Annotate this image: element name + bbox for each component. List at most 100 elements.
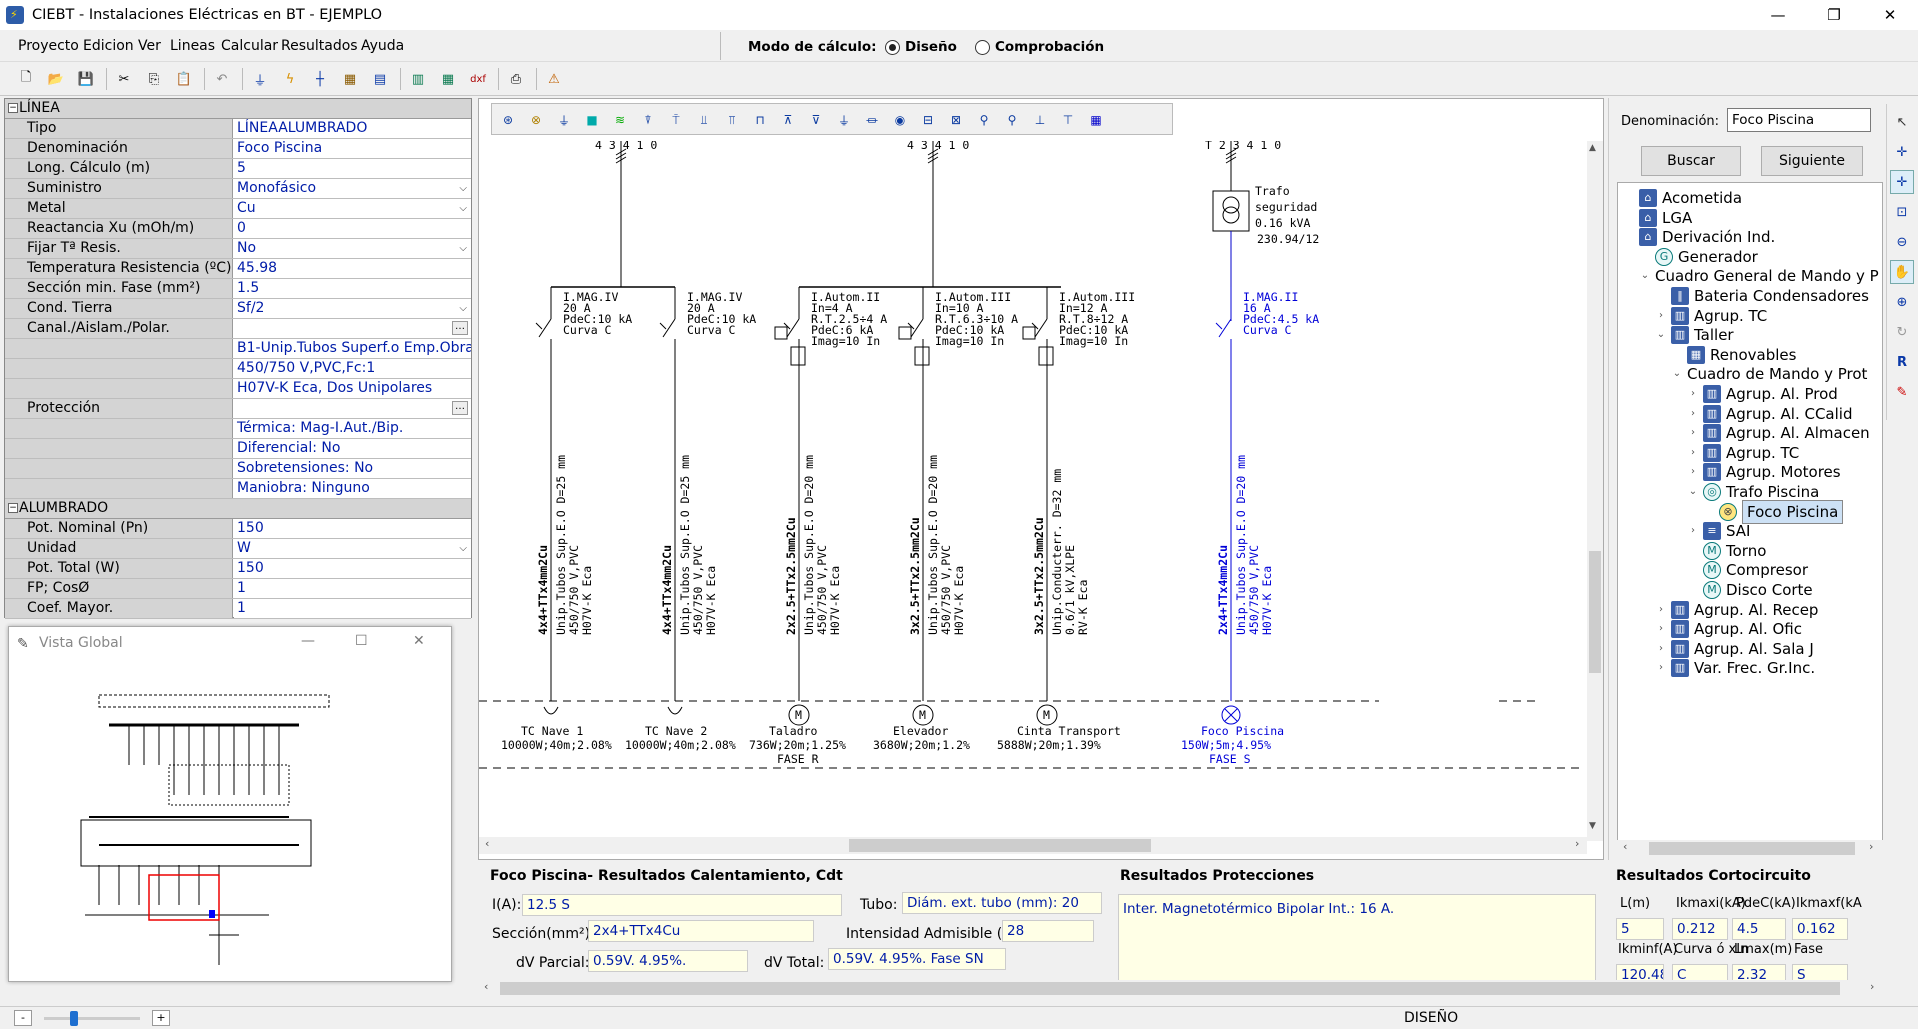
tree-node[interactable]: ▦Renovables — [1670, 344, 1796, 366]
chevron-right-icon[interactable]: › — [1691, 388, 1695, 399]
property-value[interactable]: 45.98 — [234, 259, 471, 278]
pan-hand-icon[interactable]: ✋ — [1890, 260, 1914, 284]
open-folder-icon[interactable]: 📂 — [47, 71, 65, 87]
collapse-icon[interactable]: − — [8, 103, 18, 113]
property-row[interactable]: Long. Cálculo (m)5 — [5, 159, 471, 179]
property-row[interactable]: Temperatura Resistencia (ºC)45.98 — [5, 259, 471, 279]
cut-icon[interactable]: ✂ — [118, 71, 130, 87]
property-row[interactable]: Pot. Nominal (Pn)150 — [5, 519, 471, 539]
ellipsis-button[interactable]: … — [452, 401, 468, 415]
table-icon[interactable]: ▦ — [343, 71, 357, 87]
vista-maximize-button[interactable]: ☐ — [355, 633, 368, 649]
junction-icon[interactable]: ⊓ — [755, 113, 765, 127]
menu-ver[interactable]: Ver — [138, 38, 161, 54]
property-row[interactable]: B1-Unip.Tubos Superf.o Emp.Obra — [5, 339, 471, 359]
minimize-button[interactable]: — — [1770, 6, 1786, 24]
tree-node[interactable]: ⌂Acometida — [1622, 187, 1742, 209]
cc-value[interactable]: 4.5 — [1732, 918, 1786, 940]
property-row[interactable]: Reactancia Xu (mOh/m)0 — [5, 219, 471, 239]
property-value[interactable]: Cu⌵ — [234, 199, 471, 218]
zoom-slider-thumb[interactable] — [70, 1011, 78, 1026]
property-value[interactable]: Diferencial: No — [234, 439, 471, 458]
lightning-icon[interactable]: ϟ — [285, 71, 295, 87]
vista-thumbnail[interactable] — [69, 675, 379, 975]
help-icon[interactable]: ⚠ — [548, 71, 560, 87]
eraser-icon[interactable]: ✎ — [1896, 384, 1908, 400]
chevron-down-icon[interactable]: ⌄ — [1688, 486, 1698, 497]
chevron-down-icon[interactable]: ⌄ — [1672, 368, 1682, 380]
line-icon[interactable]: ┼ — [316, 71, 324, 87]
property-value[interactable]: Térmica: Mag-I.Aut./Bip. — [234, 419, 471, 438]
schematic-hscroll[interactable]: ‹ › — [479, 837, 1587, 854]
menu-resultados[interactable]: Resultados — [281, 38, 358, 54]
tree-node[interactable]: ›▥Agrup. Al. Prod — [1686, 383, 1838, 405]
zoom-out-icon[interactable]: ⊖ — [1896, 234, 1908, 250]
tree-node[interactable]: ›▥Agrup. Al. Ofic — [1654, 618, 1802, 640]
dvp-field[interactable]: 0.59V. 4.95%. — [588, 950, 748, 972]
property-value[interactable]: LÍNEAALUMBRADO — [234, 119, 471, 138]
zoom-minus-button[interactable]: - — [14, 1010, 32, 1026]
property-value[interactable]: 1 — [234, 579, 471, 598]
circuit-5[interactable] — [1022, 287, 1058, 726]
close-button[interactable]: ✕ — [1883, 6, 1897, 24]
plug-icon[interactable]: ⊤ — [1062, 113, 1074, 127]
tree-node[interactable]: ›▥Agrup. TC — [1686, 442, 1799, 464]
circuit-4[interactable] — [898, 287, 934, 726]
earth-icon[interactable]: ⏛ — [865, 113, 878, 128]
chevron-right-icon[interactable]: › — [1659, 623, 1663, 635]
radio-diseno[interactable] — [885, 40, 900, 55]
chevron-down-icon[interactable]: ⌵ — [459, 303, 467, 314]
chevron-down-icon[interactable]: ⌄ — [1640, 270, 1650, 282]
circuit-6[interactable] — [1215, 287, 1241, 725]
property-row[interactable]: Térmica: Mag-I.Aut./Bip. — [5, 419, 471, 439]
matrix-icon[interactable]: ▦ — [1090, 113, 1102, 127]
zoom-slider[interactable] — [44, 1011, 140, 1026]
seccion-field[interactable]: 2x4+TTx4Cu — [588, 920, 814, 942]
lamp-icon[interactable]: ⊗ — [530, 113, 542, 127]
grid-icon[interactable]: ▤ — [373, 71, 387, 87]
property-value[interactable]: 1 — [234, 599, 471, 618]
buscar-button[interactable]: Buscar — [1641, 146, 1741, 176]
cc-value[interactable]: 0.162 — [1792, 918, 1848, 940]
section-header[interactable]: −LÍNEA — [5, 99, 471, 119]
dvt-field[interactable]: 0.59V. 4.95%. Fase SN — [828, 948, 1006, 970]
tree-node[interactable]: ⌄▥Taller — [1654, 324, 1734, 346]
siguiente-button[interactable]: Siguiente — [1761, 146, 1863, 176]
property-value[interactable]: … — [234, 319, 471, 338]
redraw-icon[interactable]: R — [1896, 354, 1907, 370]
switch-icon[interactable]: ≋ — [614, 113, 626, 127]
cc-value[interactable]: 5 — [1616, 918, 1664, 940]
property-row[interactable]: Sección min. Fase (mm²)1.5 — [5, 279, 471, 299]
chevron-right-icon[interactable]: › — [1691, 466, 1695, 478]
property-value[interactable]: W⌵ — [234, 539, 471, 558]
schematic-vscroll[interactable]: ▲ ▼ — [1587, 141, 1603, 841]
results-hscroll[interactable]: ‹ › — [478, 980, 1882, 997]
contactor-icon[interactable]: ⊼ — [783, 113, 793, 127]
chevron-down-icon[interactable]: ⌵ — [459, 243, 467, 254]
property-value[interactable]: Maniobra: Ninguno — [234, 479, 471, 498]
tree-hscroll[interactable]: ‹ › — [1617, 840, 1883, 857]
property-row[interactable]: Maniobra: Ninguno — [5, 479, 471, 499]
chevron-right-icon[interactable]: › — [1659, 309, 1663, 321]
chevron-right-icon[interactable]: › — [1691, 427, 1695, 439]
chevron-right-icon[interactable]: › — [1691, 525, 1695, 537]
pin2-icon[interactable]: ⚲ — [1007, 113, 1017, 127]
cc-value[interactable]: 0.212 — [1672, 918, 1728, 940]
property-row[interactable]: Sobretensiones: No — [5, 459, 471, 479]
chevron-right-icon[interactable]: › — [1691, 446, 1695, 458]
calc-icon[interactable]: ⏚ — [253, 73, 267, 89]
tree-node[interactable]: ›▥Agrup. Al. CCalid — [1686, 403, 1852, 425]
tree-node[interactable]: ›▥Var. Frec. Gr.Inc. — [1654, 657, 1815, 679]
meter-icon[interactable]: ⊛ — [502, 113, 514, 127]
zoom-window-icon[interactable]: ⊡ — [1896, 204, 1908, 220]
circuit-2[interactable] — [659, 287, 683, 715]
collapse-icon[interactable]: − — [8, 503, 18, 513]
